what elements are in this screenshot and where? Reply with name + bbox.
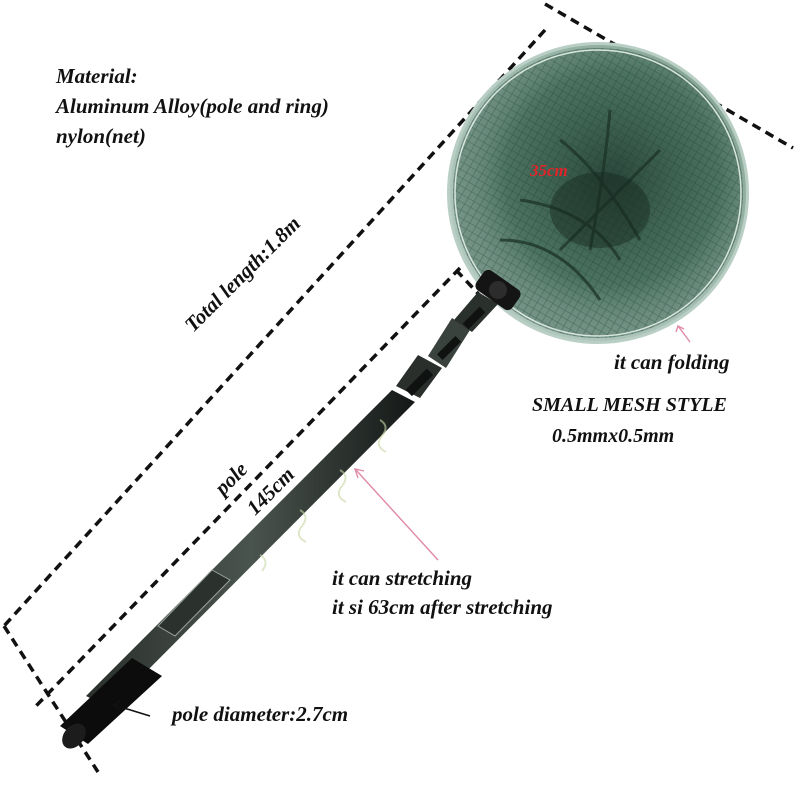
- end-tick-line: [2, 625, 100, 773]
- pole-diameter-note: pole diameter:2.7cm: [172, 702, 349, 726]
- folding-arrow: [677, 325, 691, 343]
- ring-connector: [475, 269, 521, 311]
- stretching-note: it can stretching: [332, 566, 473, 590]
- pole-length-line: [34, 266, 462, 708]
- pointer-arrows: [353, 325, 691, 561]
- mesh-style-label: SMALL MESH STYLE: [532, 394, 727, 416]
- foam-handle: [60, 658, 162, 744]
- ring-size-label: 35cm: [530, 161, 568, 180]
- material-pole-ring: Aluminum Alloy(pole and ring): [56, 94, 329, 118]
- material-net: nylon(net): [56, 124, 146, 148]
- folding-note: it can folding: [614, 350, 730, 374]
- material-title: Material:: [56, 64, 138, 88]
- stretched-length-note: it si 63cm after stretching: [332, 595, 553, 619]
- pole: [60, 269, 521, 749]
- diameter-arrow: [111, 700, 151, 717]
- stretching-arrow: [355, 469, 439, 561]
- pole-label-band: [157, 569, 231, 637]
- net: [447, 42, 749, 344]
- mesh-size-label: 0.5mmx0.5mm: [552, 425, 675, 447]
